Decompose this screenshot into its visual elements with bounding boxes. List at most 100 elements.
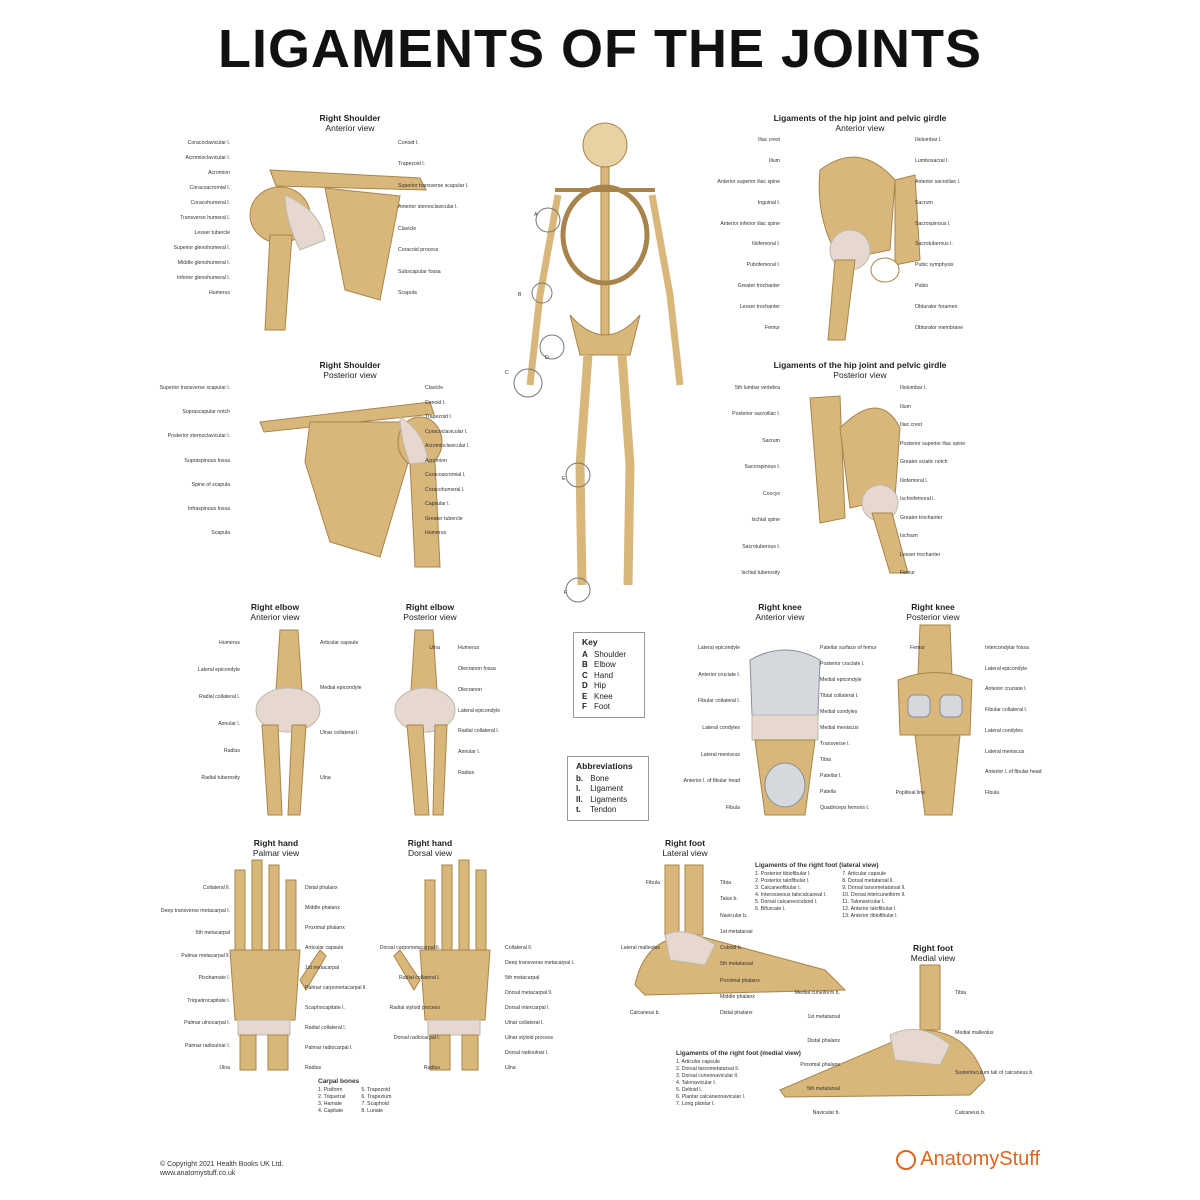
panel-title: Right elbow: [250, 602, 300, 612]
shoulder-posterior-title: Right Shoulder Posterior view: [290, 360, 410, 380]
anatomy-label: Femur: [765, 325, 780, 331]
footer-copyright-block: © Copyright 2021 Health Books UK Ltd. ww…: [160, 1160, 283, 1178]
anatomy-label: Anterior l. of fibular head: [985, 769, 1042, 776]
anatomy-label: Humerus: [458, 645, 480, 651]
anatomy-label: Distal phalanx: [720, 1010, 753, 1016]
anatomy-label: Pubis: [915, 283, 928, 290]
anatomy-label: Ulna: [320, 775, 331, 781]
anatomy-label: Proximal phalanx: [305, 925, 345, 931]
anatomy-label: Distal phalanx: [807, 1038, 840, 1044]
panel-title: Ligaments of the hip joint and pelvic gi…: [773, 360, 947, 370]
anatomy-label: Deep transverse metacarpal l.: [160, 907, 230, 914]
footer-url[interactable]: www.anatomystuff.co.uk: [160, 1170, 236, 1177]
list-item: 5. Trapezoid: [361, 1087, 390, 1093]
anatomy-label: Popliteal line: [895, 790, 925, 796]
list-item: 1. Posterior tibiofibular l.: [755, 871, 811, 877]
anatomy-label: Anterior sacroiliac l.: [915, 178, 961, 185]
hip-anterior-title: Ligaments of the hip joint and pelvic gi…: [760, 113, 960, 133]
list-item: 2. Posterior talofibular l.: [755, 878, 810, 884]
anatomy-label: Iliofemoral l.: [752, 241, 780, 248]
anatomy-label: Tibia: [955, 990, 967, 996]
panel-title: Ligaments of the hip joint and pelvic gi…: [773, 113, 947, 123]
list-item: 8. Lunate: [361, 1108, 384, 1114]
foot-medial-list-title: Ligaments of the right foot (medial view…: [676, 1050, 801, 1057]
anatomy-label: Ulna: [219, 1065, 230, 1071]
anatomy-label: Lateral epicondyle: [697, 645, 740, 651]
list-item: 3. Hamate: [318, 1101, 342, 1107]
anatomy-label: Proximal phalanx: [800, 1062, 840, 1068]
copyright-text: © Copyright 2021 Health Books UK Ltd.: [160, 1161, 284, 1168]
anatomy-label: Greater trochanter: [737, 283, 780, 290]
anatomy-label: Inguinal l.: [757, 199, 780, 206]
skeleton-marker-e: E: [562, 476, 566, 482]
anatomy-label: Acromioclavicular l.: [185, 155, 230, 161]
anatomy-label: Radius: [458, 770, 475, 776]
list-item: 9. Dorsal tarsometatarsal ll.: [842, 885, 906, 891]
anatomy-label: Sacrotuberous l.: [742, 543, 780, 550]
poster-title: LIGAMENTS OF THE JOINTS: [217, 19, 983, 79]
hip-anterior-illustration: [818, 156, 921, 341]
anatomy-label: Tibia: [720, 880, 732, 886]
anatomy-label: Infraspinous fossa: [187, 505, 230, 512]
anatomy-label: Anterior cruciate l.: [985, 686, 1027, 693]
skeleton-marker-d: D: [545, 355, 549, 361]
anatomy-label: Lesser tubercle: [194, 230, 230, 236]
anatomy-label: Ischiofemoral l.: [900, 496, 935, 502]
knee-anterior-illustration: [749, 649, 821, 816]
anatomy-label: Radial styloid process: [389, 1005, 440, 1011]
anatomy-label: Olecranon: [458, 686, 482, 693]
anatomy-label: Pubic symphysis: [915, 262, 954, 269]
panel-title: Right knee: [758, 602, 802, 612]
anatomy-label: Lumbosacral l.: [915, 157, 949, 164]
knee-posterior-title: Right knee Posterior view: [893, 602, 973, 622]
knee-posterior-illustration: [897, 624, 973, 816]
anatomy-label: Fibular collateral l.: [985, 707, 1028, 714]
anatomy-label: Humerus: [218, 640, 240, 646]
anatomy-label: Navicular b.: [720, 912, 748, 919]
panel-title: Right Shoulder: [319, 113, 381, 123]
anatomy-label: Collateral ll.: [202, 885, 230, 891]
abbreviation-key: t.: [576, 805, 581, 814]
anatomy-label: Quadriceps femoris t.: [820, 805, 870, 811]
anatomy-label: Posterior sternoclavicular l.: [167, 433, 230, 440]
foot-medial-illustration: [779, 964, 986, 1098]
anatomy-label: Coracohumeral l.: [190, 200, 231, 206]
key-letter: B: [582, 660, 588, 669]
anatomy-label: Scapula: [398, 290, 417, 296]
list-item: 7. Scaphoid: [361, 1101, 389, 1107]
anatomy-label: Radius: [223, 748, 240, 754]
anatomy-label: 5th metacarpal: [505, 975, 540, 981]
knee-anterior-title: Right knee Anterior view: [740, 602, 820, 622]
skeleton-marker-c: C: [505, 370, 509, 376]
list-item: 8. Dorsal metatarsal ll.: [842, 878, 894, 884]
brand-logo: AnatomyStuff: [896, 1148, 1040, 1171]
anatomy-label: Medial meniscus: [820, 725, 859, 731]
anatomy-label: Iliac crest: [900, 422, 922, 428]
anatomy-label: Scapula: [211, 530, 230, 536]
anatomy-label: Patellar surface of femur: [820, 645, 877, 651]
anatomy-label: Patella: [820, 789, 836, 795]
key-title: Key: [582, 637, 598, 647]
anatomy-label: Sacrotuberous l.: [915, 241, 953, 248]
anatomy-label: Clavicle: [398, 225, 417, 232]
panel-subtitle: Palmar view: [252, 848, 300, 858]
anatomy-label: Palmar metacarpal ll.: [181, 952, 230, 959]
anatomy-label: Triquetrocapitate l.: [187, 997, 230, 1004]
anatomy-label: Collateral ll.: [505, 945, 533, 951]
abbreviation-label: Ligament: [590, 784, 624, 793]
anatomy-label: 1st metatarsal: [720, 928, 753, 935]
anatomy-label: Palmar radiocarpal l.: [305, 1045, 353, 1051]
brand-name: AnatomyStuff: [920, 1148, 1040, 1170]
list-item: 11. Talonavicular l.: [842, 899, 885, 905]
anatomy-label: Talus b.: [720, 896, 738, 903]
anatomy-label: Lateral meniscus: [700, 751, 740, 758]
anatomy-label: Radius: [423, 1065, 440, 1071]
anatomy-label: Dorsal intercarpal l.: [505, 1005, 550, 1011]
anatomy-label: Coracoacromial l.: [189, 185, 230, 191]
anatomy-label: Ischial tuberosity: [741, 570, 780, 576]
anatomy-label: Iliolumbar l.: [900, 385, 927, 391]
anatomy-label: Deep transverse metacarpal l.: [505, 960, 575, 966]
anatomy-label: Ulnar collateral l.: [320, 730, 359, 736]
anatomy-label: 5th metatarsal: [720, 961, 753, 968]
